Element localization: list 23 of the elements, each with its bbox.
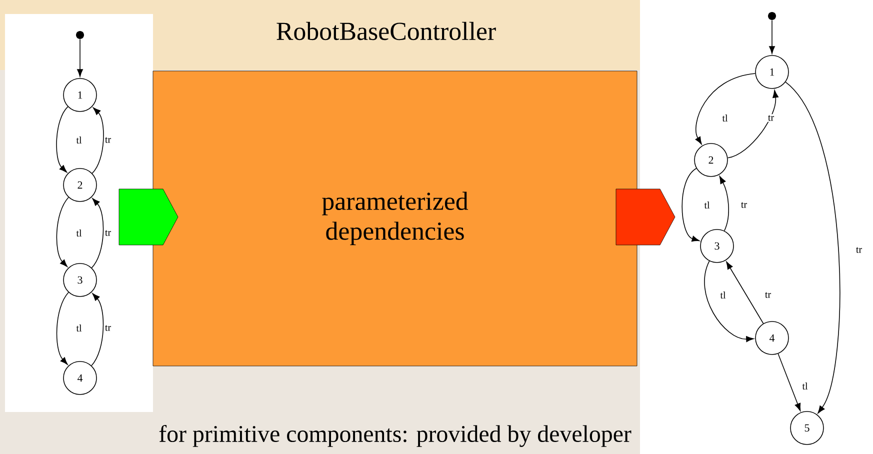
transition-arrow <box>727 90 778 158</box>
caption-text: for primitive components: provided by developer <box>159 425 632 447</box>
transition-arrow <box>91 198 104 268</box>
transition-arrow <box>77 38 83 77</box>
transition-arrow <box>91 293 104 366</box>
transition-arrow <box>726 262 764 324</box>
transition-arrow <box>56 106 68 172</box>
transition-arrow <box>92 107 104 174</box>
transition-arrow <box>682 168 700 242</box>
port-symbol <box>118 188 178 246</box>
component-box: parameterized dependencies <box>152 70 638 366</box>
transition-arrow <box>695 73 756 144</box>
initial-dot <box>76 31 84 39</box>
component-title: RobotBaseController <box>276 22 496 40</box>
transition-arrow <box>719 176 730 232</box>
transition-arrow <box>56 292 69 365</box>
transition-arrow <box>769 20 775 54</box>
transition-arrow <box>778 353 801 412</box>
transition-arrow <box>56 196 69 267</box>
transition-arrow <box>785 82 840 414</box>
transition-arrow <box>704 260 754 342</box>
port-symbol <box>616 188 676 246</box>
initial-dot <box>768 12 776 20</box>
